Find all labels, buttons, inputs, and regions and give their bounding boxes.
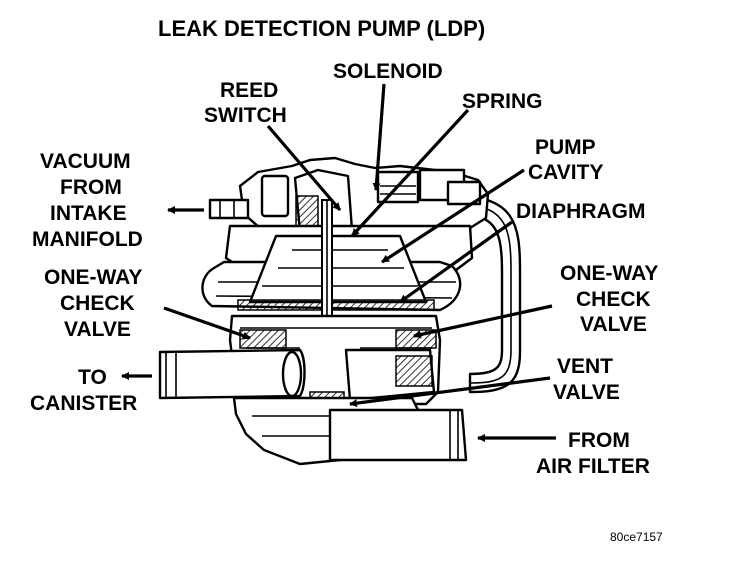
pump-cavity-cone <box>248 234 428 304</box>
svg-text:FROM: FROM <box>568 429 630 452</box>
air-filter-port-tube <box>328 408 468 462</box>
label-diaphragm: DIAPHRAGM <box>516 200 646 223</box>
pump-illustration <box>158 156 522 466</box>
canister-port-tube <box>158 348 306 400</box>
label-from-air-filter: FROM AIR FILTER <box>536 429 650 478</box>
label-to-canister: TO CANISTER <box>30 366 137 415</box>
svg-text:CHECK: CHECK <box>60 292 135 315</box>
svg-text:REED: REED <box>220 79 278 102</box>
svg-text:ONE-WAY: ONE-WAY <box>560 262 658 285</box>
vacuum-nipple <box>208 198 250 220</box>
label-solenoid: SOLENOID <box>333 60 443 83</box>
svg-text:ONE-WAY: ONE-WAY <box>44 266 142 289</box>
svg-text:INTAKE: INTAKE <box>50 202 127 225</box>
svg-text:TO: TO <box>78 366 107 389</box>
vent-tube <box>453 194 522 394</box>
svg-text:VENT: VENT <box>557 355 613 378</box>
label-check-valve-right: ONE-WAY CHECK VALVE <box>560 262 658 336</box>
label-spring: SPRING <box>462 90 543 113</box>
reference-code: 80ce7157 <box>610 530 663 544</box>
diagram-title: LEAK DETECTION PUMP (LDP) <box>158 16 485 41</box>
svg-text:CANISTER: CANISTER <box>30 392 137 415</box>
label-vent-valve: VENT VALVE <box>553 355 620 404</box>
leader-lines <box>121 83 556 442</box>
svg-text:VACUUM: VACUUM <box>40 150 131 173</box>
svg-text:MANIFOLD: MANIFOLD <box>32 228 143 251</box>
svg-text:CAVITY: CAVITY <box>528 161 603 184</box>
svg-text:PUMP: PUMP <box>535 136 596 159</box>
svg-text:VALVE: VALVE <box>64 318 131 341</box>
label-reed-switch: REED SWITCH <box>204 79 287 127</box>
svg-text:VALVE: VALVE <box>580 313 647 336</box>
svg-text:VALVE: VALVE <box>553 381 620 404</box>
label-pump-cavity: PUMP CAVITY <box>528 136 603 184</box>
svg-text:SWITCH: SWITCH <box>204 104 287 127</box>
check-valve-left-part <box>239 329 287 349</box>
svg-text:AIR FILTER: AIR FILTER <box>536 455 650 478</box>
svg-text:FROM: FROM <box>60 176 122 199</box>
svg-text:CHECK: CHECK <box>576 288 651 311</box>
label-vacuum: VACUUM FROM INTAKE MANIFOLD <box>32 150 143 251</box>
label-check-valve-left: ONE-WAY CHECK VALVE <box>44 266 142 341</box>
